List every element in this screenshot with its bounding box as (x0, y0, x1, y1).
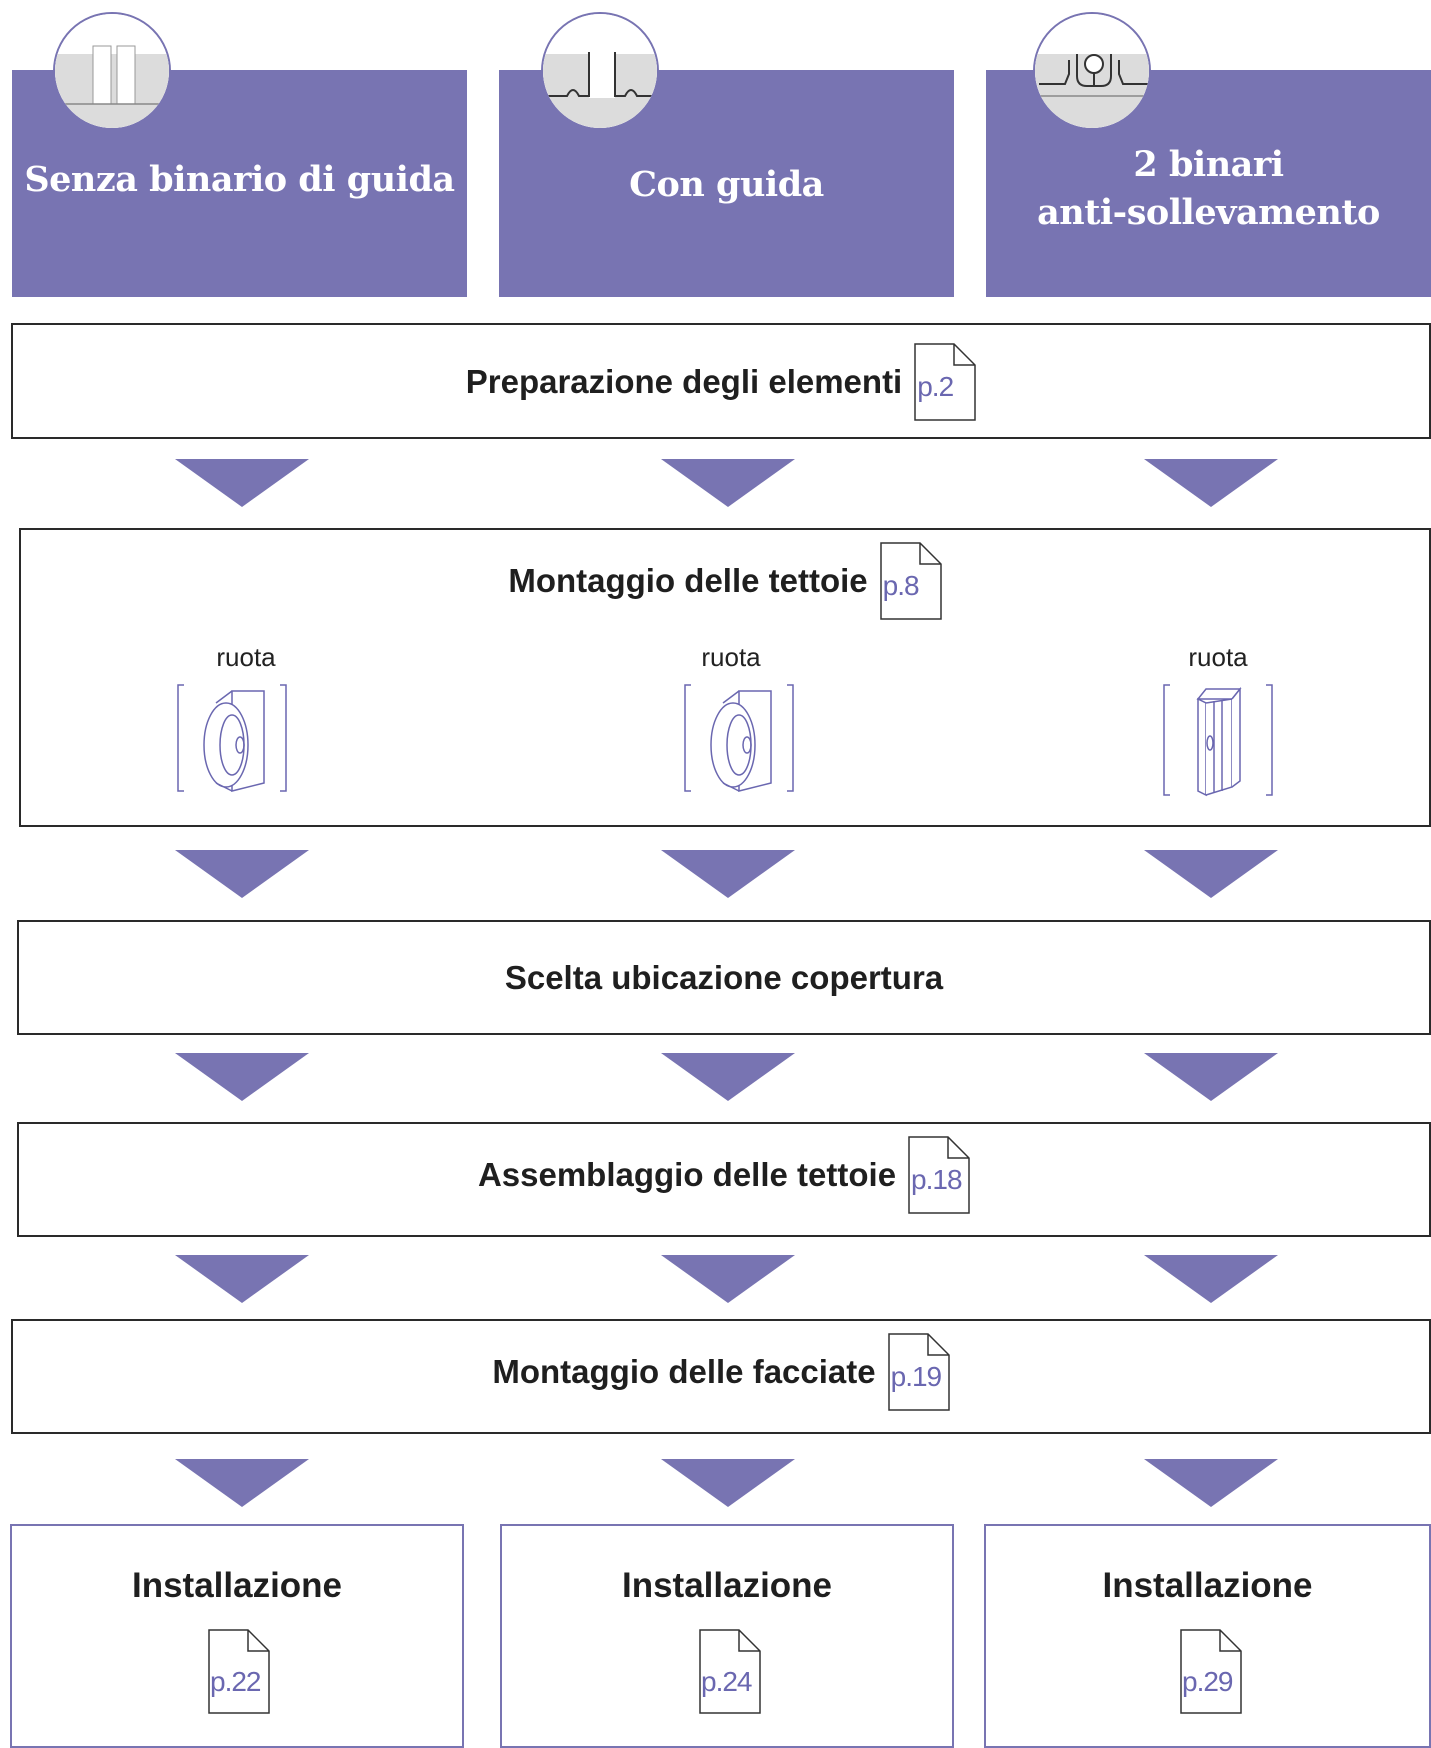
header-title: Con guida (629, 164, 824, 205)
step-title: Montaggio delle tettoie (508, 562, 868, 599)
installation-title: Installazione (1102, 1566, 1313, 1605)
header-title-line2: anti-sollevamento (1037, 192, 1380, 233)
step-preparation: Preparazione degli elementi p.2 (11, 323, 1431, 439)
flow-arrow (175, 459, 309, 507)
flow-arrow (1144, 1459, 1278, 1507)
flow-arrow (175, 850, 309, 898)
flow-arrow (1144, 1053, 1278, 1101)
rail-none-icon (53, 12, 171, 130)
page-ref-label: p.2 (917, 371, 954, 402)
page-ref-label: p.8 (882, 570, 920, 601)
step-title: Scelta ubicazione copertura (504, 959, 944, 997)
wheel-label: ruota (701, 642, 761, 672)
step-title: Preparazione degli elementi (465, 363, 903, 400)
page-ref-label: p.19 (890, 1361, 943, 1392)
page-ref-link[interactable]: p.22 (208, 1629, 270, 1714)
flow-arrow (661, 459, 795, 507)
header-anti-lift: 2 binari anti-sollevamento (986, 70, 1431, 297)
installation-title: Installazione (621, 1566, 833, 1605)
page-ref-label: p.22 (210, 1666, 261, 1697)
flow-arrow (1144, 850, 1278, 898)
flow-arrow (661, 1255, 795, 1303)
wheel-icon (177, 684, 287, 792)
rail-guide-icon (541, 12, 659, 130)
step-title: Assemblaggio delle tettoie (477, 1156, 897, 1193)
wheel-label: ruota (1188, 642, 1248, 672)
step-title: Montaggio delle facciate (492, 1353, 876, 1390)
flow-arrow (175, 1255, 309, 1303)
step-mounting-facades: Montaggio delle facciate p.19 (11, 1319, 1431, 1434)
step-choose-location: Scelta ubicazione copertura (17, 920, 1431, 1035)
header-no-rail: Senza binario di guida (12, 70, 467, 297)
installation-box-no-rail: Installazione p.22 (10, 1524, 464, 1748)
page-ref-label: p.24 (701, 1666, 752, 1697)
page-ref-link[interactable]: p.29 (1180, 1629, 1242, 1714)
page-ref-link[interactable]: p.19 (887, 1333, 950, 1411)
flow-arrow (1144, 1255, 1278, 1303)
flow-arrow (661, 1459, 795, 1507)
step-assembling-roofs: Assemblaggio delle tettoie p.18 (17, 1122, 1431, 1237)
step-mounting-roofs: Montaggio delle tettoie p.8 ruota ruota … (19, 528, 1431, 827)
bracket-icon (1163, 684, 1273, 797)
wheel-icon (684, 684, 794, 792)
flow-arrow (175, 1459, 309, 1507)
rail-anti-lift-icon (1033, 12, 1151, 130)
installation-title: Installazione (131, 1566, 343, 1605)
page-ref-label: p.29 (1182, 1666, 1233, 1697)
flow-arrow (661, 850, 795, 898)
page-ref-link[interactable]: p.2 (914, 343, 976, 421)
flow-arrow (175, 1053, 309, 1101)
page-ref-link[interactable]: p.24 (699, 1629, 761, 1714)
header-title-line1: 2 binari (1133, 144, 1284, 185)
wheel-label: ruota (216, 642, 276, 672)
page-ref-link[interactable]: p.18 (908, 1136, 970, 1214)
flow-arrow (1144, 459, 1278, 507)
page-ref-label: p.18 (911, 1164, 963, 1195)
header-title: Senza binario di guida (24, 159, 455, 200)
installation-box-anti-lift: Installazione p.29 (984, 1524, 1431, 1748)
installation-box-with-guide: Installazione p.24 (500, 1524, 954, 1748)
page-ref-link[interactable]: p.8 (879, 542, 942, 620)
flow-arrow (661, 1053, 795, 1101)
